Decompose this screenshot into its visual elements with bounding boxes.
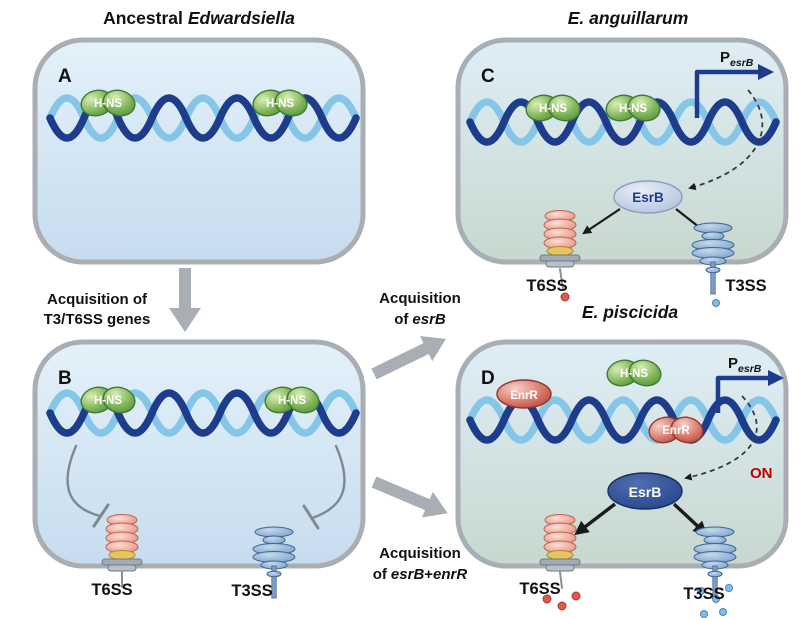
t6ss-effector-dot <box>557 601 567 611</box>
hns-label: H-NS <box>94 395 122 407</box>
promoter-subscript: esrB <box>738 363 762 375</box>
transition-a-b-label-line2: T3/T6SS genes <box>44 311 151 328</box>
t6ss-effector-dot <box>560 292 570 302</box>
pesrb-promoter-arrow <box>694 69 758 118</box>
pesrb-promoter-label: PesrB <box>720 49 754 69</box>
promoter-p: P <box>720 49 730 66</box>
t3ss-effector-dot <box>700 610 708 618</box>
transition-a-to-b: Acquisition of T3/T6SS genes <box>44 268 201 332</box>
hns-label: H-NS <box>620 368 648 380</box>
esrb-label: EsrB <box>632 190 664 205</box>
pesrb-promoter-arrowhead <box>758 64 774 80</box>
transcription-dashed-arrow <box>684 395 758 481</box>
enrr-label: EnrR <box>510 390 538 402</box>
esrb-protein <box>613 180 683 214</box>
transition-b-d-of: of <box>373 566 388 583</box>
t3ss-effector-dot <box>712 299 720 307</box>
title-ancestral-prefix: Ancestral <box>103 8 183 28</box>
cell-membrane-a <box>32 37 366 265</box>
cell-membrane-b <box>32 339 366 569</box>
repression-line-t6ss <box>66 444 102 518</box>
esrb-to-t6ss-arrow <box>582 208 621 235</box>
down-right-arrow <box>371 476 448 518</box>
t6ss-effector-dot <box>542 594 552 604</box>
promoter-subscript: esrB <box>730 57 754 69</box>
transition-a-b-label-line1: Acquisition of <box>47 291 148 308</box>
promoter-p: P <box>728 355 738 372</box>
esrb-to-t3ss-arrow <box>672 502 708 536</box>
hns-label: H-NS <box>278 395 306 407</box>
panel-a-letter: A <box>58 66 72 87</box>
esrb-protein <box>607 472 683 510</box>
t6ss-label: T6SS <box>91 581 132 599</box>
t3ss-effector-dot <box>712 595 720 603</box>
t6ss-effector-dot <box>571 591 581 601</box>
t3ss-label: T3SS <box>725 277 766 295</box>
transition-b-d-label-line1: Acquisition <box>379 545 461 562</box>
panel-c: C PesrB H-NS H-NS EsrB T6SS T3SS <box>455 37 789 307</box>
t3ss-label: T3SS <box>683 585 724 603</box>
panel-d-letter: D <box>481 368 495 389</box>
panel-b-letter: B <box>58 368 72 389</box>
on-status-label: ON <box>750 465 773 482</box>
t6ss-label: T6SS <box>526 277 567 295</box>
pesrb-promoter-label: PesrB <box>728 355 762 375</box>
transcription-dashed-arrow <box>688 89 764 191</box>
panel-a: A H-NS H-NS <box>32 37 366 265</box>
hns-label: H-NS <box>619 103 647 115</box>
repression-line-t3ss <box>310 444 346 520</box>
t6ss-label: T6SS <box>519 580 560 598</box>
panel-c-letter: C <box>481 66 495 87</box>
transition-b-c-gene: esrB <box>412 311 446 328</box>
t6ss-stem <box>559 571 563 589</box>
transition-b-d-gene1: esrB <box>391 566 425 583</box>
hns-label: H-NS <box>266 98 294 110</box>
pesrb-promoter-arrow <box>715 375 768 413</box>
t6ss-stem <box>559 268 564 290</box>
hns-label: H-NS <box>94 98 122 110</box>
panel-d: D PesrB H-NS EnrR EnrR ON EsrB T6SS T3SS <box>455 339 789 618</box>
title-ancestral-species: Edwardsiella <box>188 8 295 28</box>
down-arrow <box>169 268 201 332</box>
title-e-piscicida: E. piscicida <box>582 302 679 322</box>
transition-b-d-gene2: enrR <box>433 566 467 583</box>
t3ss-effector-dot <box>697 587 705 595</box>
esrb-label: EsrB <box>629 484 662 500</box>
t3ss-label: T3SS <box>231 582 272 600</box>
transition-b-c-label-line1: Acquisition <box>379 290 461 307</box>
repression-bar-t6ss <box>92 503 110 528</box>
title-e-anguillarum: E. anguillarum <box>568 8 689 28</box>
pesrb-promoter-arrowhead <box>768 370 784 386</box>
t3ss-effector-dot <box>719 608 727 616</box>
transition-b-d-plus: + <box>424 566 433 583</box>
enrr-protein <box>496 379 552 409</box>
up-right-arrow <box>371 335 446 380</box>
enrr-label: EnrR <box>662 425 690 437</box>
panel-b: B H-NS H-NS T6SS T3SS <box>32 339 366 600</box>
repression-bar-t3ss <box>302 504 320 530</box>
transition-b-c-of: of <box>394 311 409 328</box>
esrb-to-t6ss-arrow <box>574 502 617 536</box>
hns-label: H-NS <box>539 103 567 115</box>
t3ss-effector-dot <box>725 584 733 592</box>
